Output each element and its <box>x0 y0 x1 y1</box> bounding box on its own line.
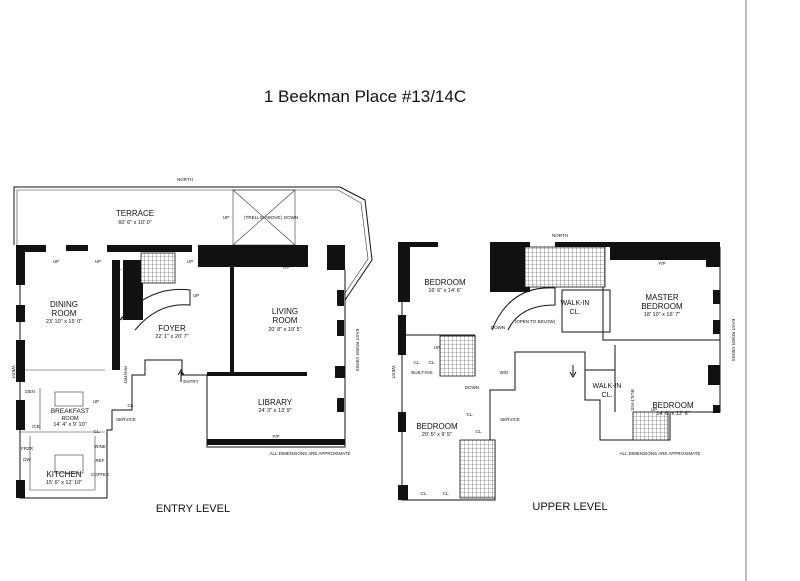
library-dims: 24' 3" x 13' 9" <box>258 408 291 414</box>
terrace-outline <box>13 186 373 301</box>
foyer-dims: 22' 1" x 20' 7" <box>155 334 188 340</box>
built-ins-label: BUILT-INS <box>630 389 635 410</box>
service-label: SERVICE <box>116 417 136 422</box>
closet-label: CL. <box>93 429 100 434</box>
up-label: UP <box>651 407 657 412</box>
bedroom-label: BEDROOM <box>424 278 466 287</box>
up-label: UP <box>187 259 193 264</box>
washer-dryer-label: W/D <box>500 370 509 375</box>
kitchen-label: KITCHEN <box>46 470 81 479</box>
closet-label: CL. <box>466 412 473 417</box>
dining-room-label-2: ROOM <box>52 309 77 318</box>
living-room-label: LIVING <box>272 307 298 316</box>
walk-in-closet-label-2: CL. <box>570 309 581 316</box>
living-room-label-2: ROOM <box>273 316 298 325</box>
entry-level-plan: NORTH TERRACE 60' 6" x 10' 0" UP (TRELLI… <box>11 177 373 515</box>
coffee-label: COFFEE <box>91 472 109 477</box>
closet-label: CL. <box>475 429 482 434</box>
walk-in-closet-label: WALK-IN <box>593 383 622 390</box>
north-label: NORTH <box>552 233 568 238</box>
open-to-below-label: (OPEN TO BELOW) <box>515 319 556 324</box>
bedroom-dims: 16' 6" x 14' 6" <box>428 288 461 294</box>
pantry-label: PANTRY <box>123 366 128 384</box>
ice-label: ICE <box>32 424 40 429</box>
trellis-label: (TRELLIS ABOVE) <box>244 215 282 220</box>
wine-label: WINE <box>94 444 106 449</box>
up-label: UP <box>53 259 59 264</box>
closet-label: CL. <box>115 266 122 271</box>
closet-label: CL. <box>428 360 435 365</box>
entry-arrow-icon <box>177 369 185 382</box>
arrow-icon <box>569 365 577 378</box>
walk-in-closet-label-2: CL. <box>602 392 613 399</box>
up-label: UP <box>93 399 99 404</box>
walk-in-closet-label: WALK-IN <box>561 300 590 307</box>
bathroom <box>632 411 669 441</box>
down-label: DOWN <box>465 385 479 390</box>
page-title: 1 Beekman Place #13/14C <box>264 87 466 106</box>
up-label: UP <box>95 259 101 264</box>
bathroom <box>439 335 476 377</box>
up-label: UP <box>434 345 440 350</box>
west-label: WEST <box>391 366 396 379</box>
powder-room <box>140 252 176 284</box>
east-label: EAST RIVER VIEWS <box>355 329 360 371</box>
library-label: LIBRARY <box>258 398 293 407</box>
fireplace-label: F/P <box>272 434 279 439</box>
den-label: DEN <box>25 389 35 394</box>
kitchen-dims: 15' 6" x 12' 10" <box>46 480 82 486</box>
fireplace-label: F/P <box>658 261 665 266</box>
closet-label: CL. <box>420 491 427 496</box>
up-label: UP <box>223 215 229 220</box>
breakfast-room-dims: 14' 4" x 9' 10" <box>53 422 86 428</box>
bedroom-label: BEDROOM <box>652 401 694 410</box>
living-room-dims: 20' 8" x 19' 5" <box>268 327 301 333</box>
freezer-label: FRZR <box>21 446 34 451</box>
master-bedroom-label-2: BEDROOM <box>641 302 683 311</box>
closet-label: CL. <box>120 316 127 321</box>
bedroom-dims: 14' 6" x 12' 6" <box>656 411 689 417</box>
upper-level-plan: NORTH BEDROOM 16' 6" x 14' 6" MASTER BED… <box>391 233 736 513</box>
dining-room-label: DINING <box>50 300 78 309</box>
dimensions-note: ALL DIMENSIONS ARE APPROXIMATE <box>619 451 700 456</box>
closet-label: CL. <box>413 360 420 365</box>
entry-label: ENTRY <box>183 379 198 384</box>
breakfast-room-label: BREAKFAST <box>51 408 89 415</box>
bathroom <box>459 439 496 499</box>
master-bedroom-label: MASTER <box>645 293 679 302</box>
dining-room-dims: 23' 10" x 15' 0" <box>46 319 82 325</box>
east-label: EAST RIVER VIEWS <box>731 319 736 361</box>
master-bedroom-dims: 18' 10" x 16' 7" <box>644 312 680 318</box>
service-label: SERVICE <box>500 417 520 422</box>
breakfast-room-label-2: ROOM <box>61 416 79 422</box>
west-label: WEST <box>11 366 16 379</box>
ref-label: REF <box>96 458 105 463</box>
built-ins-label: BUILT-INS <box>411 370 432 375</box>
dishwasher-label: DW <box>23 457 31 462</box>
up-label: UP <box>193 293 199 298</box>
down-label: DOWN <box>491 325 505 330</box>
fireplace-label: F/P <box>282 265 289 270</box>
upper-level-label: UPPER LEVEL <box>532 501 607 513</box>
entry-level-label: ENTRY LEVEL <box>156 503 230 515</box>
dimensions-note: ALL DIMENSIONS ARE APPROXIMATE <box>269 451 350 456</box>
down-label: DOWN <box>284 215 298 220</box>
bathroom <box>524 246 606 288</box>
foyer-label: FOYER <box>158 324 186 333</box>
north-label: NORTH <box>177 177 193 182</box>
bedroom-dims: 20' 5" x 9' 5" <box>422 432 452 438</box>
terrace-label: TERRACE <box>116 209 154 218</box>
bedroom-label: BEDROOM <box>416 422 458 431</box>
closet-label: CL. <box>127 403 134 408</box>
closet-label: CL. <box>442 491 449 496</box>
terrace-dims: 60' 6" x 10' 0" <box>118 220 151 226</box>
